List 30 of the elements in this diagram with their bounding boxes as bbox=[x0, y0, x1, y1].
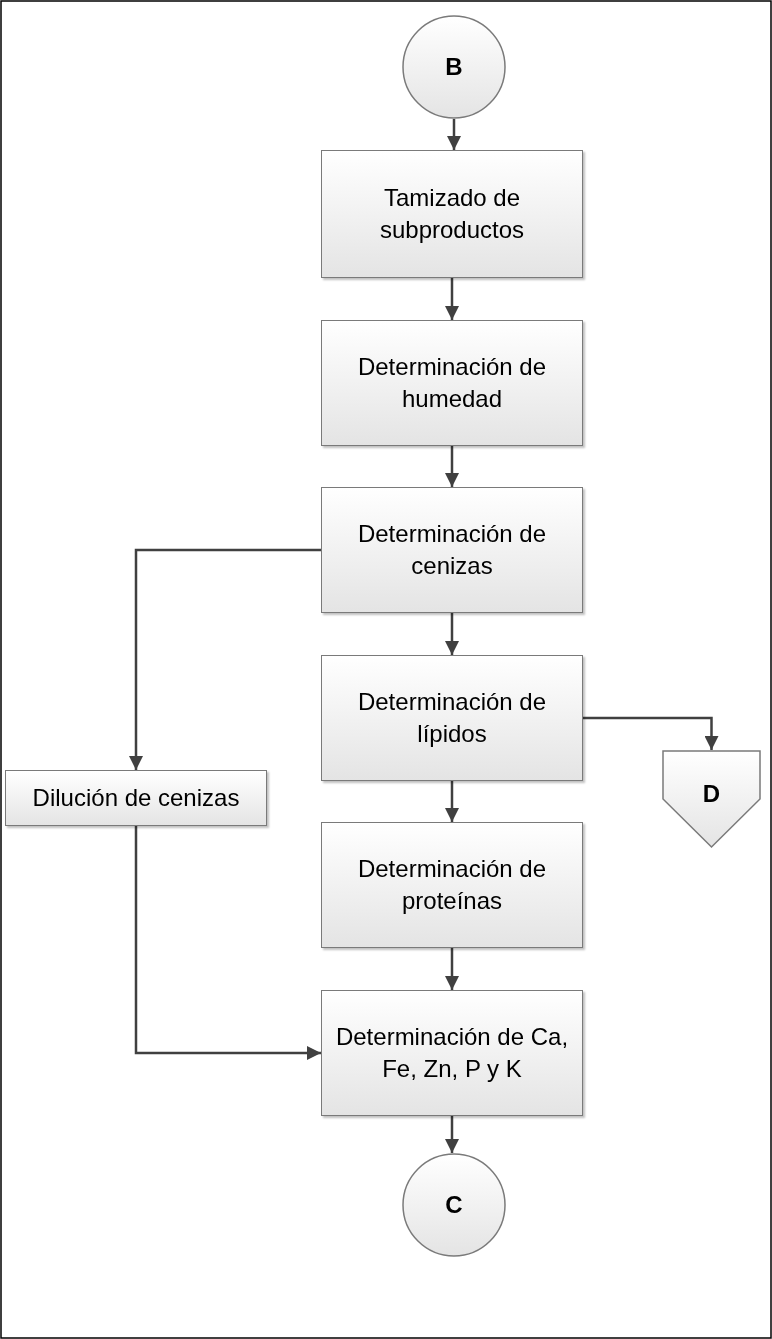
process-box bbox=[321, 990, 583, 1116]
arrow bbox=[445, 278, 459, 320]
step-label: Dilución de cenizas bbox=[32, 782, 240, 813]
process-box bbox=[321, 150, 583, 278]
step-label: Determinación de Ca, Fe, Zn, P y K bbox=[334, 1021, 570, 1084]
connector-circle bbox=[402, 15, 506, 119]
process-box bbox=[321, 655, 583, 781]
step-label: Determinación de proteínas bbox=[356, 853, 548, 916]
arrow bbox=[134, 826, 321, 1060]
step-label: Determinación de lípidos bbox=[356, 686, 548, 749]
arrow bbox=[445, 948, 459, 990]
step-label: Determinación de cenizas bbox=[356, 518, 548, 581]
connector-letter: D bbox=[702, 779, 721, 809]
connector-letter: B bbox=[445, 51, 463, 82]
arrow bbox=[445, 613, 459, 655]
process-box bbox=[321, 822, 583, 948]
process-box bbox=[321, 320, 583, 446]
arrow bbox=[445, 1116, 459, 1153]
step-label: Tamizado de subproductos bbox=[378, 182, 526, 245]
arrow bbox=[583, 716, 719, 750]
process-box bbox=[321, 487, 583, 613]
connector-circle bbox=[402, 1153, 506, 1257]
process-box bbox=[5, 770, 267, 826]
off-page-connector bbox=[662, 750, 761, 848]
connector-letter: C bbox=[445, 1189, 463, 1220]
step-label: Determinación de humedad bbox=[356, 351, 548, 414]
arrow bbox=[129, 548, 321, 770]
arrow bbox=[445, 446, 459, 487]
arrow bbox=[447, 119, 461, 150]
arrow bbox=[445, 781, 459, 822]
